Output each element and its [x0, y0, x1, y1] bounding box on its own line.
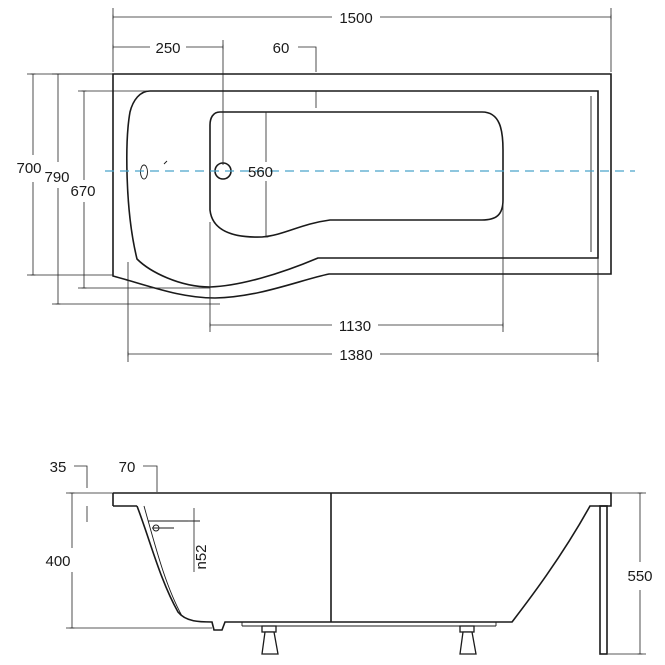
- top-inner-basin: [126, 90, 599, 288]
- top-view: 1500 250 60 700 790: [16, 8, 635, 364]
- dim-rim-height: 35: [50, 459, 88, 522]
- side-rim: [113, 492, 612, 507]
- dim-shaped-width: 790: [44, 73, 220, 305]
- dim-inner-width: 670: [70, 90, 210, 289]
- label-560: 560: [248, 164, 273, 181]
- overflow-icon: [140, 164, 148, 180]
- leg-left: [261, 625, 279, 655]
- label-35: 35: [50, 459, 67, 476]
- label-n52: n52: [193, 544, 210, 569]
- dim-rim-offset: 70: [119, 459, 158, 492]
- label-70: 70: [119, 459, 136, 476]
- label-550: 550: [627, 568, 652, 585]
- label-700: 700: [16, 160, 41, 177]
- side-support-panel: [599, 505, 608, 655]
- label-400: 400: [45, 553, 70, 570]
- overflow-mark: [163, 160, 168, 165]
- dim-total-height: 550: [608, 492, 653, 655]
- leg-right: [459, 625, 477, 655]
- side-tub-body: [136, 505, 600, 631]
- label-1500: 1500: [339, 10, 372, 27]
- label-1380: 1380: [339, 347, 372, 364]
- label-670: 670: [70, 183, 95, 200]
- top-outer-rim: [112, 73, 612, 299]
- dim-offset-left: 250: [112, 40, 224, 165]
- dim-overflow: n52: [188, 508, 210, 572]
- dim-depth: 400: [45, 492, 212, 629]
- side-view: 35 70 400 n52 550: [45, 459, 653, 655]
- label-250: 250: [155, 40, 180, 57]
- dim-drain-width: 560: [248, 111, 273, 238]
- dim-basin-length: 1380: [127, 258, 599, 364]
- label-1130: 1130: [339, 318, 371, 335]
- label-790: 790: [44, 169, 69, 186]
- top-floor-outline: [209, 111, 504, 238]
- dim-inner-length: 1130: [209, 200, 504, 335]
- dim-rim-width: 60: [273, 40, 317, 108]
- label-60: 60: [273, 40, 290, 57]
- dim-overall-length: 1500: [112, 8, 612, 72]
- side-inner-wall: [143, 505, 183, 617]
